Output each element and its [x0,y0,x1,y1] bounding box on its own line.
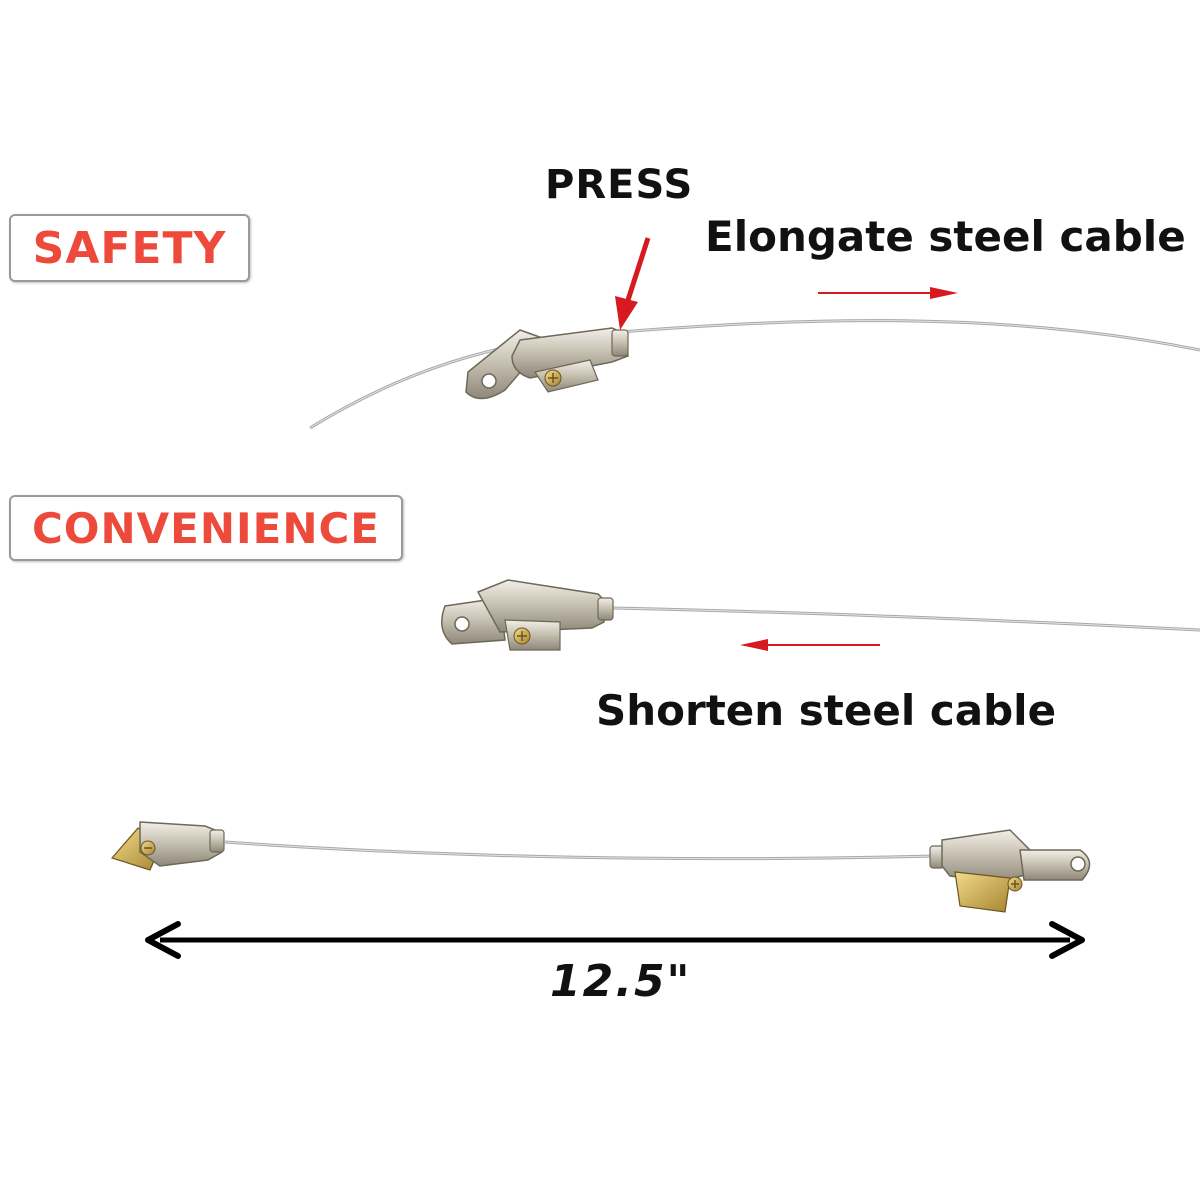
red-left-arrow-icon [740,639,880,651]
elongate-annotation: Elongate steel cable [705,212,1186,261]
bottom-right-clamp-icon [929,829,1091,913]
safety-label: SAFETY [9,214,250,282]
red-down-arrow-icon [615,237,651,330]
bottom-steel-cable [224,840,936,861]
top-cable-assembly [309,237,1200,430]
press-annotation: PRESS [545,162,694,208]
double-headed-arrow-icon [145,921,1085,959]
middle-steel-cable [611,606,1200,632]
middle-clamp-icon [441,579,614,651]
convenience-label: CONVENIENCE [9,495,403,561]
shorten-annotation: Shorten steel cable [596,686,1057,735]
top-steel-cable [309,319,1200,430]
red-right-arrow-icon [818,287,958,299]
top-clamp-icon [465,327,629,400]
bottom-left-clamp-icon [110,821,225,871]
length-annotation: 12.5" [550,956,692,1007]
middle-cable-assembly [441,579,1200,651]
bottom-cable-assembly [110,821,1091,913]
